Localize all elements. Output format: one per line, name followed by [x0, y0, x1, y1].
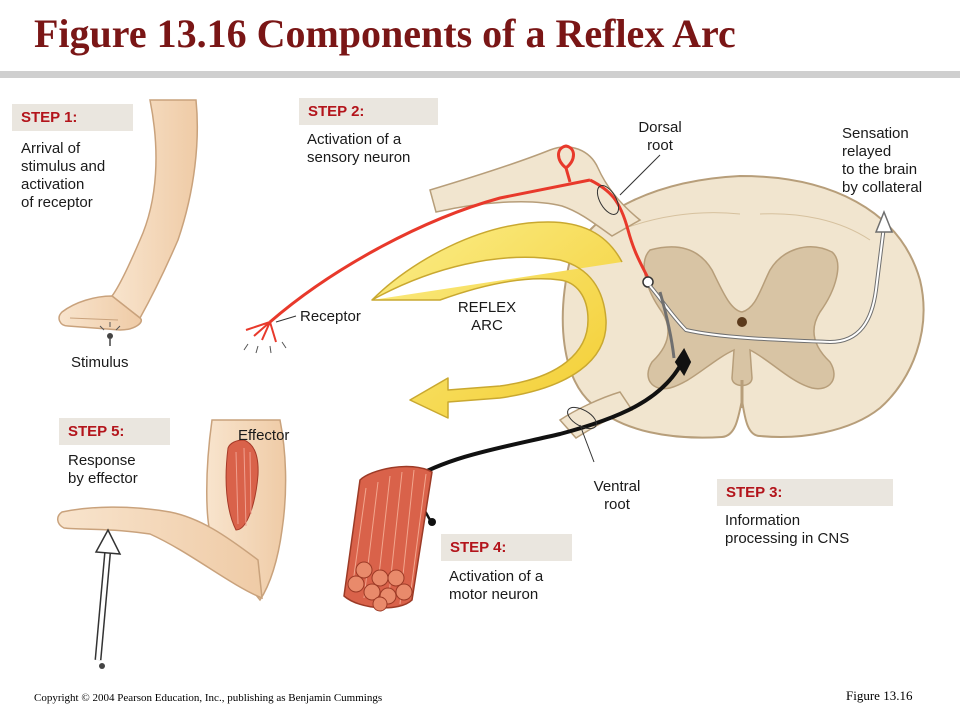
biceps-muscle: [225, 439, 259, 531]
effector-label: Effector: [238, 427, 290, 444]
receptor-icon: [243, 341, 287, 354]
title-divider: [0, 71, 960, 78]
movement-arrow-icon: [94, 528, 122, 669]
step5-heading: STEP 5:: [59, 418, 170, 445]
ventral-root-label: Ventral root: [593, 478, 641, 513]
dorsal-root-label: Dorsal root: [638, 119, 682, 154]
spinal-cord-cross-section: [561, 174, 925, 439]
figure-reference: Figure 13.16: [846, 688, 913, 703]
step2-heading: STEP 2:: [299, 98, 438, 125]
ventral-root: [558, 391, 634, 439]
muscle-fiber-bundle: [343, 465, 433, 612]
page-title: Figure 13.16 Components of a Reflex Arc: [34, 11, 736, 56]
step2-text: Activation of a sensory neuron: [307, 131, 411, 166]
stimulus-label: Stimulus: [71, 354, 129, 371]
copyright-notice: Copyright © 2004 Pearson Education, Inc.…: [34, 692, 383, 704]
reflex-arc-arrow: [371, 221, 623, 419]
stimulus-icon: [99, 322, 121, 346]
collateral-pathway: [648, 209, 894, 359]
step3-heading: STEP 3:: [717, 479, 893, 506]
sensory-neuron: [245, 144, 654, 343]
arm-illustration-step1: [58, 99, 199, 331]
reflex-arc-label: REFLEX ARC: [457, 299, 517, 334]
sensation-label: Sensation relayed to the brain by collat…: [842, 125, 923, 196]
step4-heading: STEP 4:: [441, 534, 572, 561]
receptor-label: Receptor: [300, 308, 361, 325]
leader-lines: [275, 154, 661, 463]
step1-heading: STEP 1:: [12, 104, 133, 131]
step1-text: Arrival of stimulus and activation of re…: [21, 140, 106, 211]
step3-text: Information processing in CNS: [725, 512, 850, 547]
step4-text: Activation of a motor neuron: [449, 568, 544, 603]
step5-text: Response by effector: [68, 452, 138, 487]
